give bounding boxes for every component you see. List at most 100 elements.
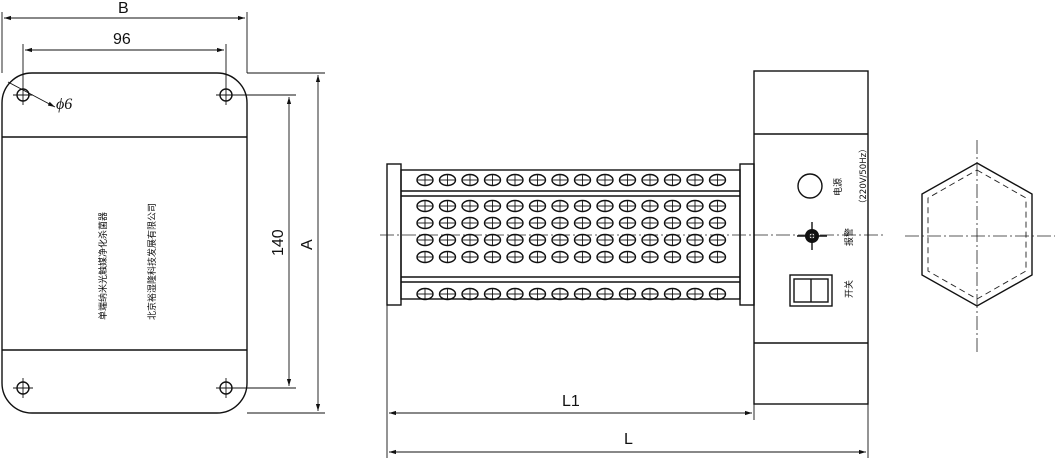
- perforation-hole: [528, 233, 547, 247]
- perforation-hole: [708, 173, 727, 187]
- perforation-hole: [483, 250, 502, 264]
- voltage-label: （220V/50Hz）: [858, 144, 869, 208]
- perforation-hole: [506, 199, 524, 213]
- perforation-hole: [506, 287, 524, 301]
- switch-label: 开关: [843, 280, 855, 298]
- perforation-hole: [461, 287, 479, 301]
- perforation-hole: [641, 216, 659, 230]
- hole-diameter-label: ϕ6: [56, 96, 72, 113]
- front-view: ϕ6 单端纳米光触媒净化杀菌器 北京裕湿隆科技发展有限公司 B 96 140 A: [1, 0, 325, 414]
- side-view: 电源 （220V/50Hz） 报警 开关 L1 L: [380, 70, 885, 458]
- perforation-hole: [596, 216, 614, 230]
- perforation-hole: [686, 250, 704, 264]
- perforation-hole: [461, 173, 479, 187]
- perforation-hole: [573, 173, 592, 187]
- perforation-hole: [551, 173, 569, 187]
- perforation-hole: [663, 216, 682, 230]
- perforation-hole: [663, 173, 682, 187]
- perforation-hole: [438, 250, 457, 264]
- dimension-L-label: L: [624, 431, 633, 448]
- perforation-hole: [663, 199, 682, 213]
- perforation-hole: [416, 173, 434, 187]
- perforation-hole: [641, 173, 659, 187]
- perforation-hole: [641, 250, 659, 264]
- perforation-hole: [438, 173, 457, 187]
- perforation-hole: [551, 216, 569, 230]
- alarm-indicator: [797, 222, 827, 250]
- perforation-hole: [551, 199, 569, 213]
- perforation-hole: [416, 233, 434, 247]
- perforation-hole: [573, 199, 592, 213]
- perforation-hole: [573, 233, 592, 247]
- perforation-hole: [618, 250, 637, 264]
- perforation-hole: [506, 173, 524, 187]
- perforation-hole: [596, 173, 614, 187]
- power-indicator-light: [797, 173, 823, 199]
- power-switch: [789, 274, 833, 307]
- perforation-hole: [708, 199, 727, 213]
- perforation-hole: [528, 287, 547, 301]
- alarm-label: 报警: [843, 228, 855, 246]
- perforation-hole: [551, 287, 569, 301]
- perforation-hole: [483, 233, 502, 247]
- tube-left-end-cap: [386, 163, 402, 306]
- perforation-hole: [663, 233, 682, 247]
- product-name-label: 单端纳米光触媒净化杀菌器: [97, 212, 109, 320]
- power-label: 电源: [832, 178, 844, 196]
- perforation-hole: [528, 216, 547, 230]
- perforation-hole: [438, 216, 457, 230]
- perforation-hole: [686, 173, 704, 187]
- perforation-hole: [618, 233, 637, 247]
- perforation-hole: [573, 250, 592, 264]
- perforation-hole: [461, 233, 479, 247]
- company-name-label: 北京裕湿隆科技发展有限公司: [146, 203, 158, 320]
- perforation-hole: [618, 173, 637, 187]
- perforation-hole: [596, 287, 614, 301]
- dimension-140-label: 140: [270, 229, 287, 256]
- perforation-hole: [483, 216, 502, 230]
- perforation-hole: [596, 199, 614, 213]
- perforation-hole: [686, 199, 704, 213]
- perforation-hole: [551, 233, 569, 247]
- perforation-hole: [506, 250, 524, 264]
- perforation-hole: [528, 199, 547, 213]
- perforation-hole: [416, 199, 434, 213]
- perforation-hole: [483, 199, 502, 213]
- perforation-hole: [618, 216, 637, 230]
- perforation-hole: [506, 216, 524, 230]
- perforation-hole: [438, 233, 457, 247]
- hole-diameter-leader: [7, 81, 56, 108]
- perforation-hole: [618, 199, 637, 213]
- perforation-hole: [438, 199, 457, 213]
- dimension-L1-label: L1: [562, 393, 580, 410]
- dimension-96-label: 96: [113, 31, 131, 48]
- perforation-hole: [416, 216, 434, 230]
- control-housing: [753, 70, 869, 405]
- perforation-hole: [551, 250, 569, 264]
- perforation-hole: [573, 216, 592, 230]
- perforation-hole: [528, 250, 547, 264]
- perforation-hole: [416, 250, 434, 264]
- mounting-hole-bottom-left: [13, 378, 33, 398]
- perforation-hole: [506, 233, 524, 247]
- perforation-hole: [708, 250, 727, 264]
- perforation-hole: [708, 216, 727, 230]
- perforation-hole: [483, 287, 502, 301]
- dimension-B-label: B: [118, 0, 129, 17]
- perforation-hole: [596, 250, 614, 264]
- perforation-hole: [438, 287, 457, 301]
- perforation-hole: [416, 287, 434, 301]
- end-view: [905, 140, 1055, 355]
- perforation-hole: [708, 233, 727, 247]
- dimension-A-label: A: [299, 239, 316, 250]
- perforated-tube-body: [400, 169, 741, 300]
- perforation-hole: [686, 287, 704, 301]
- perforation-hole: [663, 287, 682, 301]
- perforation-hole: [461, 216, 479, 230]
- perforation-hole: [618, 287, 637, 301]
- perforation-hole: [528, 173, 547, 187]
- perforation-hole: [461, 250, 479, 264]
- mounting-hole-top-left: [13, 85, 33, 105]
- perforation-hole: [641, 233, 659, 247]
